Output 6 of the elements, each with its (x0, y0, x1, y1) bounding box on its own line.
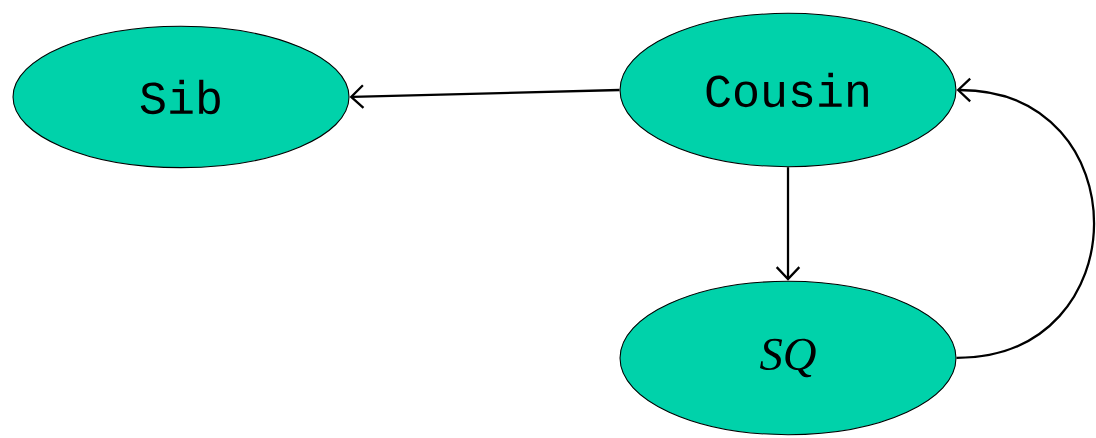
arrow (349, 84, 620, 109)
ellipse-node: Sib (12, 25, 350, 169)
ellipse-node: SQ (619, 280, 957, 436)
ellipse-node: Cousin (619, 12, 957, 168)
arrow (956, 77, 1096, 360)
arrow (775, 167, 801, 281)
